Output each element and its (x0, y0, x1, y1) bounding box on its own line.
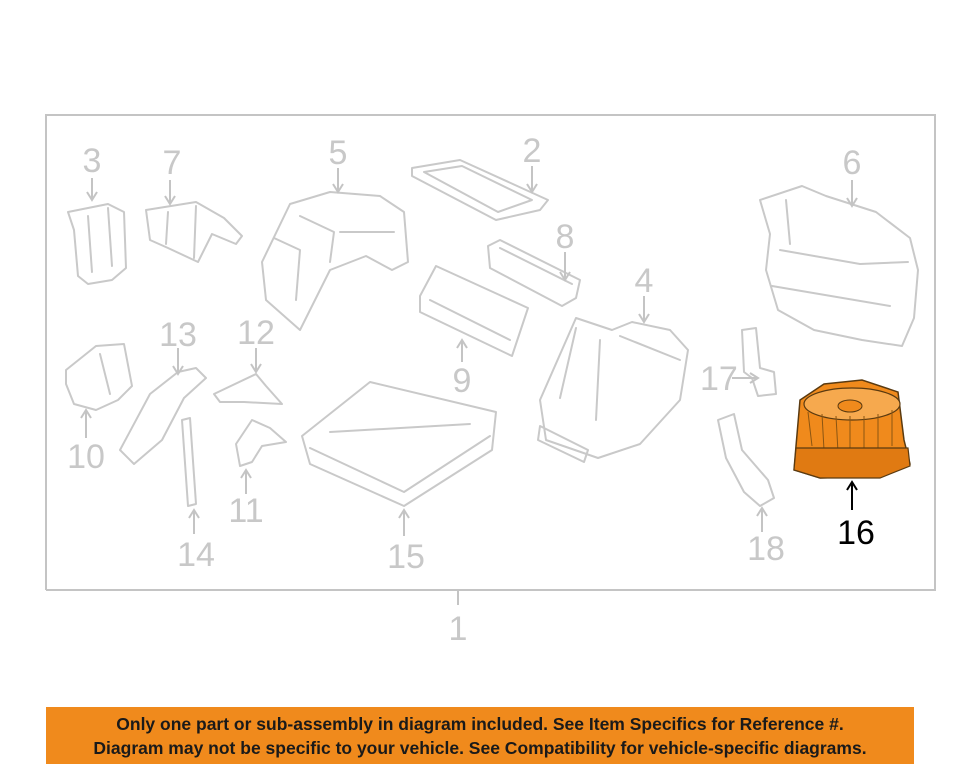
part-5: 5 (261, 134, 409, 331)
parts-diagram: 1 3 7 5 2 8 9 (45, 114, 936, 648)
part-4: 4 (537, 262, 689, 463)
part-11: 11 (228, 419, 287, 530)
callout-12: 12 (237, 314, 275, 352)
assembly-label: 1 (449, 610, 468, 648)
callout-2: 2 (523, 132, 542, 170)
callout-11: 11 (228, 492, 263, 530)
part-14: 14 (177, 417, 215, 574)
callout-17: 17 (700, 360, 738, 398)
callout-4: 4 (635, 262, 654, 300)
callout-9: 9 (453, 362, 472, 400)
assembly-frame (45, 114, 936, 591)
part-10: 10 (65, 343, 133, 476)
disclaimer-banner: Only one part or sub-assembly in diagram… (46, 707, 914, 764)
part-16-blower-motor: 16 (793, 379, 911, 552)
part-9: 9 (419, 265, 529, 400)
part-15: 15 (301, 381, 497, 576)
callout-14: 14 (177, 536, 215, 574)
callout-8: 8 (556, 218, 575, 256)
part-7: 7 (145, 144, 243, 263)
callout-15: 15 (387, 538, 425, 576)
part-17: 17 (700, 327, 777, 398)
callout-10: 10 (67, 438, 105, 476)
callout-16: 16 (837, 514, 875, 552)
part-18: 18 (717, 413, 785, 568)
callout-6: 6 (843, 144, 862, 182)
callout-18: 18 (747, 530, 785, 568)
disclaimer-line-1: Only one part or sub-assembly in diagram… (116, 714, 844, 734)
part-3: 3 (67, 142, 127, 285)
callout-13: 13 (159, 316, 197, 354)
part-12: 12 (213, 314, 283, 405)
disclaimer-line-2: Diagram may not be specific to your vehi… (93, 738, 867, 758)
part-13: 13 (119, 316, 207, 465)
callout-7: 7 (163, 144, 182, 182)
part-8: 8 (487, 218, 581, 307)
callout-5: 5 (329, 134, 348, 172)
part-2: 2 (411, 132, 549, 221)
callout-3: 3 (83, 142, 102, 180)
part-6: 6 (759, 144, 919, 347)
